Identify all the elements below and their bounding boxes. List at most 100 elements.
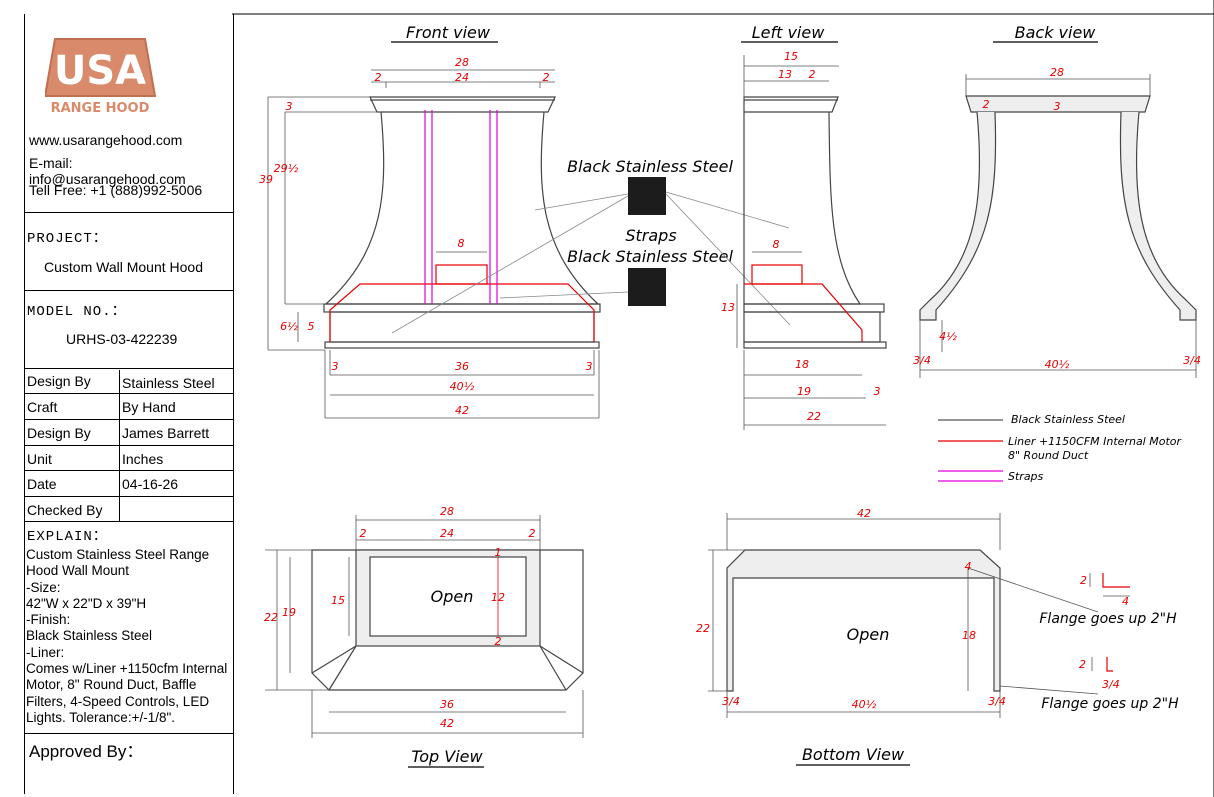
dim-label: 2 xyxy=(1080,574,1087,587)
dim-label: 2 xyxy=(375,71,382,84)
dim-label: 8 xyxy=(773,238,780,251)
dim-label: 42 xyxy=(455,404,469,417)
bottom-view: Bottom View Open xyxy=(726,549,1001,766)
dim-label: 15 xyxy=(784,50,798,63)
spec-label: Design By xyxy=(27,373,91,389)
left-view: Left view xyxy=(741,23,887,349)
dim-label: 13 xyxy=(778,68,792,81)
spec-value: By Hand xyxy=(122,399,176,415)
back-view-dimensions xyxy=(919,74,1197,378)
explain-line: Lights. Tolerance:+/-1/8". xyxy=(26,709,176,725)
spec-label: Craft xyxy=(27,399,58,415)
divider xyxy=(25,393,233,394)
divider xyxy=(25,368,233,369)
dim-label: 2 xyxy=(1079,658,1086,671)
dim-label: 2 xyxy=(495,635,502,648)
dim-label: 22 xyxy=(807,410,821,423)
divider xyxy=(25,445,233,446)
dim-label: 3/4 xyxy=(1183,354,1201,367)
spec-table: Design By Stainless Steel Craft By Hand … xyxy=(25,370,233,522)
explain-line: Hood Wall Mount xyxy=(26,563,130,579)
top-view-dimensions xyxy=(265,515,584,738)
explain-line: Filters, 4-Speed Controls, LED xyxy=(26,693,210,709)
front-view-labels: 28 24 2 2 3 39 29½ 8 6½ 5 36 3 3 40½ 42 xyxy=(259,56,593,417)
legend-liner-duct: 8" Round Duct xyxy=(1008,449,1089,462)
bottom-view-dimensions xyxy=(708,513,1099,718)
flange-note: Flange goes up 2"H xyxy=(1039,611,1177,627)
black-steel-swatch xyxy=(628,177,666,215)
dim-label: 13 xyxy=(721,301,735,314)
dim-label: 3/4 xyxy=(913,354,931,367)
divider xyxy=(25,496,233,497)
dim-label: 40½ xyxy=(852,698,877,711)
black-steel-swatch xyxy=(628,268,666,306)
dim-label: 19 xyxy=(797,385,811,398)
dim-label: 19 xyxy=(282,606,296,619)
flange-profile xyxy=(1106,657,1113,672)
dim-label: 4 xyxy=(965,560,972,573)
dim-label: 2 xyxy=(529,527,536,540)
divider xyxy=(25,290,233,291)
dim-label: 28 xyxy=(440,505,454,518)
explain-line: -Liner: xyxy=(26,644,65,660)
spec-label: Design By xyxy=(27,425,91,441)
dim-label: 40½ xyxy=(450,380,475,393)
spec-value: Inches xyxy=(122,451,164,467)
callouts: Black Stainless Steel Straps Black Stain… xyxy=(391,157,791,334)
explain-line: Custom Stainless Steel Range xyxy=(26,547,210,562)
dim-label: 2 xyxy=(543,71,550,84)
dim-label: 28 xyxy=(455,56,469,69)
top-view-title: Top View xyxy=(411,747,483,766)
open-label: Open xyxy=(847,625,890,644)
top-view: Top View Open xyxy=(311,549,584,768)
dim-label: 2 xyxy=(360,527,367,540)
divider xyxy=(25,419,233,420)
logo-letters: USA xyxy=(54,48,146,94)
divider xyxy=(119,370,120,522)
explain-line: Comes w/Liner +1150cfm Internal xyxy=(26,661,228,677)
dim-label: 3 xyxy=(332,360,339,373)
dim-label: 3/4 xyxy=(722,695,740,708)
front-view-dimensions xyxy=(267,69,600,419)
spec-label: Checked By xyxy=(27,502,103,518)
spec-label: Unit xyxy=(27,451,52,467)
legend-straps-label: Straps xyxy=(1008,470,1044,483)
dim-label: 3 xyxy=(1054,100,1061,113)
explain-text: Custom Stainless Steel Range Hood Wall M… xyxy=(26,547,236,726)
back-view: Back view xyxy=(919,23,1197,321)
dim-label: 28 xyxy=(1050,66,1064,79)
dim-label: 2 xyxy=(983,98,990,111)
straps-callout: Straps xyxy=(625,226,676,245)
spec-label: Date xyxy=(27,476,57,492)
dim-label: 12 xyxy=(491,591,505,604)
dim-label: 5 xyxy=(308,320,315,333)
dim-label: 4 xyxy=(1122,595,1129,608)
dim-label: 22 xyxy=(696,622,710,635)
dim-label: 42 xyxy=(857,507,871,520)
dim-label: 3 xyxy=(586,360,593,373)
dim-label: 18 xyxy=(795,358,809,371)
dim-label: 40½ xyxy=(1045,358,1070,371)
dim-label: 3/4 xyxy=(988,695,1006,708)
approved-by: Approved By： xyxy=(29,742,144,761)
top-view-labels: 28 2 24 2 1 15 12 2 22 19 36 42 xyxy=(264,505,536,730)
dim-label: 24 xyxy=(440,527,454,540)
usa-range-hood-logo: USA RANGE HOOD xyxy=(45,38,157,116)
dim-label: 22 xyxy=(264,611,278,624)
logo-subtitle: RANGE HOOD xyxy=(51,101,150,116)
dim-label: 3/4 xyxy=(1102,678,1120,691)
open-label: Open xyxy=(431,587,474,606)
bottom-view-labels: 42 4 22 18 3/4 40½ 3/4 xyxy=(696,507,1006,711)
explain-line: -Size: xyxy=(26,579,61,595)
spec-value: 04-16-26 xyxy=(122,476,179,492)
dim-label: 42 xyxy=(440,717,454,730)
dim-label: 36 xyxy=(440,698,454,711)
explain-line: -Finish: xyxy=(26,612,71,628)
divider xyxy=(25,470,233,471)
dim-label: 39 xyxy=(259,173,273,186)
dim-label: 36 xyxy=(455,360,469,373)
spec-value: Stainless Steel xyxy=(122,375,215,391)
material-callout: Black Stainless Steel xyxy=(567,247,733,266)
flange-detail: 2 4 Flange goes up 2"H 2 3/4 Flange goes… xyxy=(1039,573,1179,712)
